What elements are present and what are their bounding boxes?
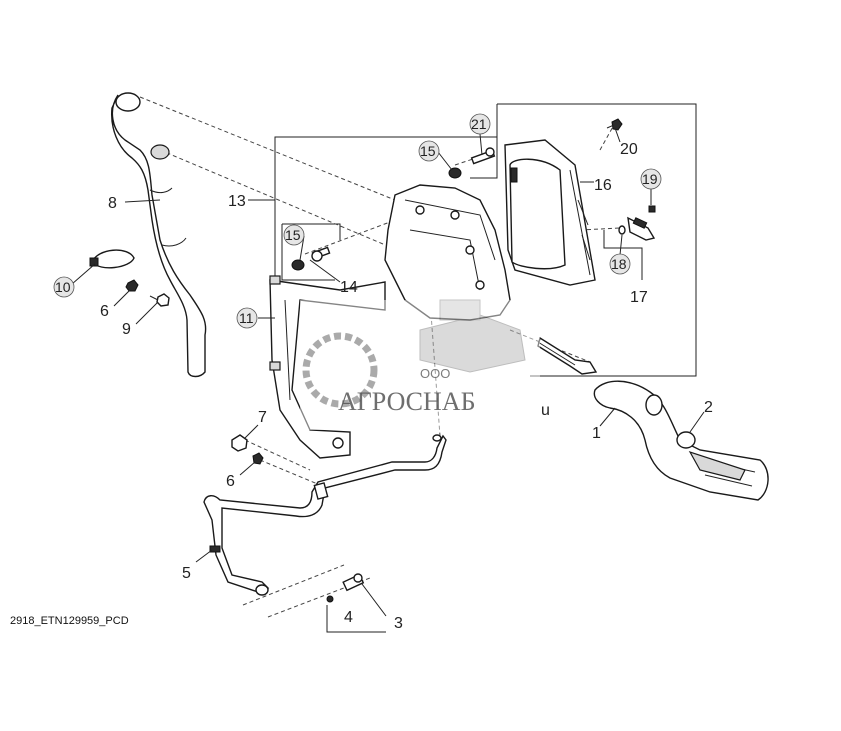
callout-10: 10 [55, 279, 71, 295]
washer-part-4 [326, 595, 334, 603]
group-frame-3-4 [242, 564, 386, 633]
figure-code: 2918_ETN129959_PCD [10, 615, 129, 627]
callout-4: 4 [344, 609, 353, 626]
callout-16: 16 [594, 177, 612, 194]
watermark-company-prefix: ООО [420, 366, 450, 381]
exhaust-pipe-part [593, 380, 769, 501]
bolt-part-14 [311, 246, 331, 262]
seal-part-18 [618, 225, 626, 235]
callout-8: 8 [108, 195, 117, 212]
sensor-part-17 [627, 216, 656, 241]
harness-part [537, 336, 598, 375]
group-frame-14 [281, 223, 341, 281]
callout-13: 13 [228, 193, 246, 210]
bolt-part-21 [470, 147, 496, 165]
callout-7: 7 [258, 409, 267, 426]
callout-21: 21 [471, 116, 487, 132]
clamp-part [89, 249, 135, 269]
callout-6-upper: 6 [100, 303, 109, 320]
callout-2: 2 [704, 399, 713, 416]
watermark-suffix: u [541, 402, 550, 419]
callout-3: 3 [394, 615, 403, 632]
callout-20: 20 [620, 141, 638, 158]
intake-hose-part [111, 92, 207, 378]
nut-part-6-upper [125, 279, 139, 292]
leader-lines [71, 127, 705, 617]
callout-19: 19 [642, 171, 658, 187]
screw-part-20 [606, 118, 623, 131]
callout-15-lower: 15 [285, 227, 301, 243]
fitting-part-3 [342, 573, 365, 592]
filter-module-part [504, 139, 596, 286]
screw-part-15-lower [291, 259, 305, 271]
group-frame-16 [496, 103, 697, 377]
callout-labels: 8 6 9 13 14 16 17 20 1 2 7 6 5 4 3 [100, 141, 713, 632]
callout-18: 18 [611, 256, 627, 272]
nut-part-7 [231, 434, 248, 452]
housing-part [384, 184, 511, 321]
line-part-5 [203, 434, 447, 596]
bolt-part-9 [149, 293, 170, 307]
callout-9: 9 [122, 321, 131, 338]
callout-11: 11 [239, 310, 254, 326]
watermark-logo [300, 299, 540, 430]
callout-5: 5 [182, 565, 191, 582]
callout-bubbles: 10 11 15 15 21 19 18 [53, 113, 662, 329]
callout-14: 14 [340, 279, 358, 296]
bracket-part [269, 275, 386, 459]
callout-1: 1 [592, 425, 601, 442]
callout-6-lower: 6 [226, 473, 235, 490]
callout-15-upper: 15 [420, 143, 436, 159]
callout-17: 17 [630, 289, 648, 306]
nut-part-6-lower [252, 452, 264, 465]
watermark-company-name: АГРОСНАБ [338, 387, 476, 416]
screw-part-15-upper [448, 167, 462, 179]
screw-part-19 [648, 205, 656, 213]
